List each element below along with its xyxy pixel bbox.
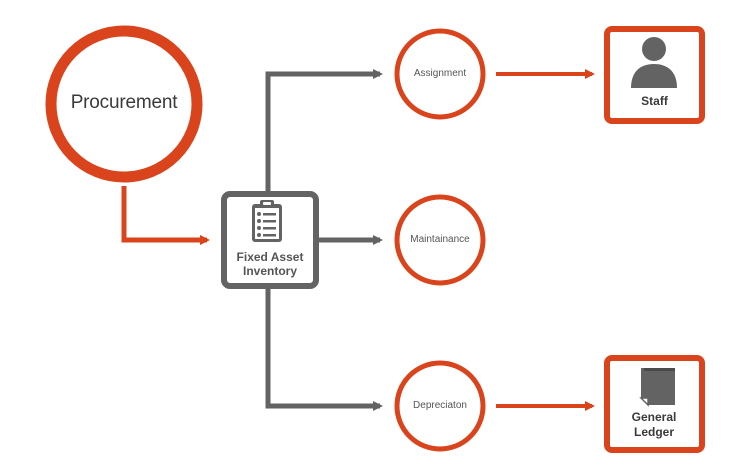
staff-label: Staff <box>641 94 668 108</box>
connector-inventory-to-depreciation <box>265 287 383 411</box>
depreciation-label: Depreciaton <box>413 400 467 411</box>
inventory-label: Fixed Asset Inventory <box>236 250 304 278</box>
assignment-circle <box>394 28 486 120</box>
assignment-label: Assignment <box>413 68 467 79</box>
connector-inventory-to-assignment <box>265 69 383 193</box>
connector-procurement-to-inventory <box>121 186 210 245</box>
ledger-book-icon <box>639 368 675 407</box>
depreciation-circle <box>394 360 486 452</box>
clipboard-list-icon <box>252 200 282 242</box>
maintenance-label: Maintainance <box>410 234 470 245</box>
procurement-label: Procurement <box>70 92 178 113</box>
ledger-label: General Ledger <box>631 410 677 439</box>
maintenance-circle <box>394 194 486 286</box>
person-icon <box>631 37 677 88</box>
procurement-circle <box>45 25 203 183</box>
